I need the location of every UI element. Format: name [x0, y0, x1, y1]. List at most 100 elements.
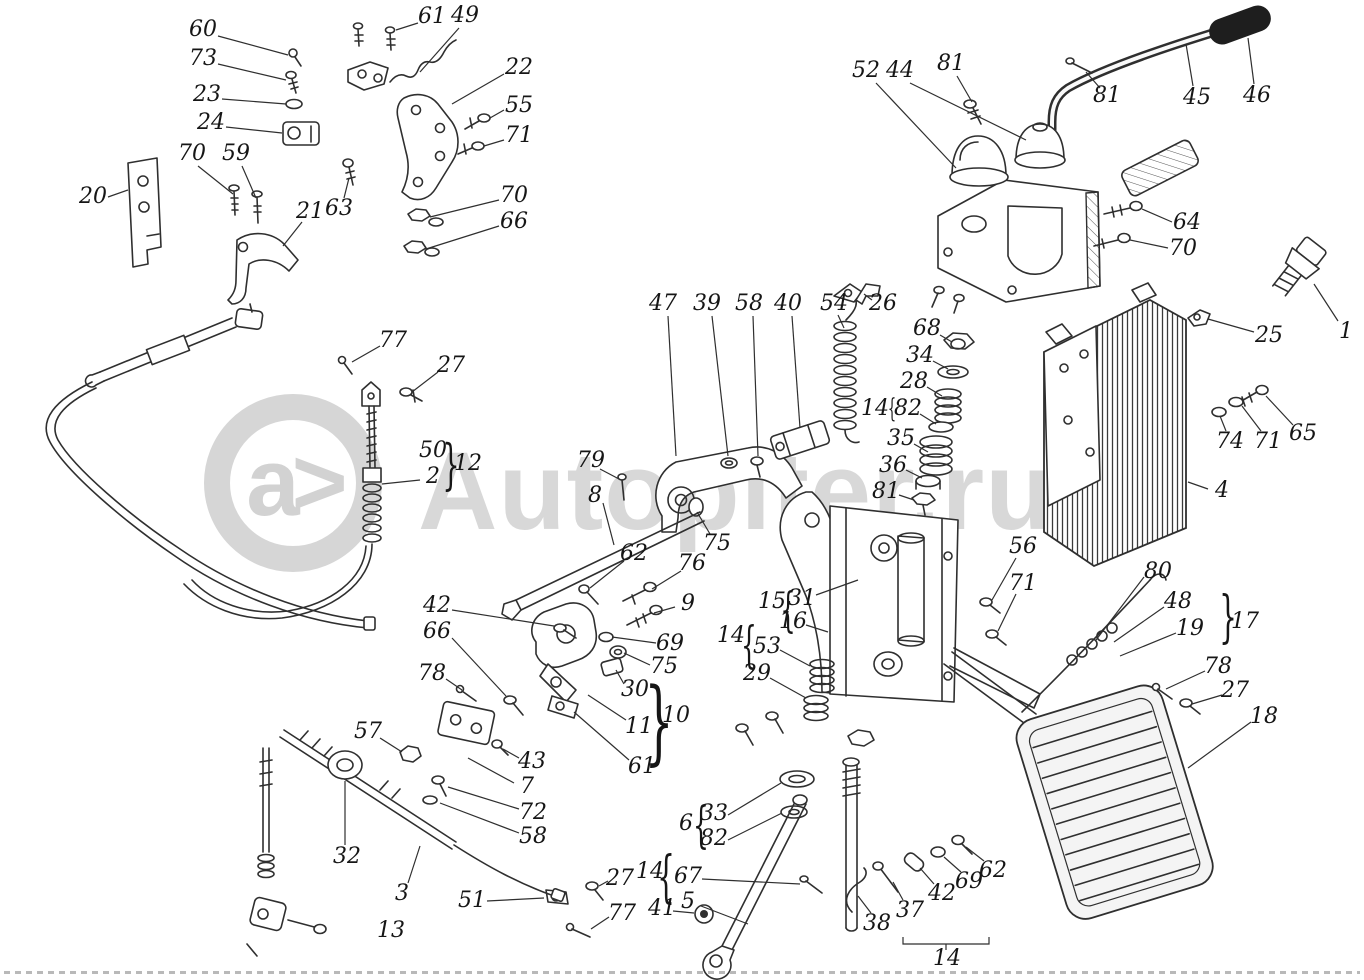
callout-65: 65	[1289, 421, 1317, 446]
callout-22: 22	[505, 55, 533, 80]
callout-48: 48	[1164, 589, 1192, 614]
leader-70	[197, 165, 234, 195]
washer-82-top	[928, 421, 954, 433]
washer-69-bottom	[930, 846, 946, 858]
left-vertical-rod	[246, 747, 327, 957]
callout-16: 16	[779, 609, 807, 634]
brace-5: {	[657, 845, 675, 910]
bolt-62-mid	[578, 584, 599, 605]
callout-54: 54	[820, 291, 848, 316]
pin-77-upper	[337, 355, 353, 375]
callout-68: 68	[913, 316, 941, 341]
leader-19	[1119, 632, 1177, 657]
leader-72	[447, 786, 520, 810]
rod-5	[842, 757, 861, 932]
leader-42	[919, 867, 935, 885]
wire-49	[389, 39, 457, 83]
leader-64	[1141, 208, 1173, 223]
leader-75	[696, 511, 711, 535]
leader-22	[451, 73, 505, 105]
spring-35	[919, 435, 953, 476]
callout-15: 15	[758, 589, 786, 614]
leader-18	[1187, 721, 1252, 769]
bolt-62-bottom	[951, 834, 973, 855]
callout-9: 9	[681, 591, 695, 616]
callout-70: 70	[500, 183, 528, 208]
bolt-9	[626, 604, 663, 628]
leader-58	[439, 802, 520, 834]
pin-79	[617, 473, 627, 501]
screw-56	[979, 597, 1001, 614]
callout-53: 53	[753, 634, 781, 659]
leader-60	[217, 35, 289, 56]
spring-26	[833, 293, 860, 444]
callout-75: 75	[650, 654, 678, 679]
callout-79: 79	[577, 448, 605, 473]
leader-68	[939, 334, 953, 343]
leader-2	[381, 479, 421, 485]
callout-45: 45	[1183, 85, 1211, 110]
leader-30	[615, 669, 625, 685]
leader-34	[932, 360, 949, 370]
washer-71-right	[1228, 396, 1244, 408]
leader-25	[1207, 318, 1255, 333]
callout-78: 78	[1204, 654, 1232, 679]
callout-63: 63	[325, 196, 353, 221]
callout-81: 81	[1093, 83, 1121, 108]
leader-21	[282, 221, 303, 247]
bracket-16	[829, 505, 959, 703]
callout-20: 20	[79, 184, 107, 209]
bracket-plate-20	[127, 157, 162, 268]
callout-18: 18	[1250, 704, 1278, 729]
callout-55: 55	[505, 93, 533, 118]
leader-69	[611, 636, 657, 644]
leader-62	[965, 846, 985, 862]
ring-32	[327, 750, 363, 780]
callout-13: 13	[377, 918, 405, 943]
callout-50: 50	[419, 438, 447, 463]
brace-7: {	[887, 394, 897, 424]
callout-58: 58	[519, 824, 547, 849]
leader-4	[1187, 481, 1209, 490]
callout-14: 14	[717, 623, 745, 648]
screw-70-left	[228, 184, 240, 216]
spring-53	[809, 658, 835, 694]
leader-77	[351, 345, 381, 363]
screws-61	[352, 22, 396, 51]
callout-27: 27	[437, 353, 465, 378]
block-24	[282, 121, 320, 146]
washer-33	[779, 770, 815, 788]
leader-9	[653, 606, 676, 614]
leader-23	[221, 98, 287, 105]
leader-75	[623, 652, 651, 666]
callout-71: 71	[1254, 429, 1282, 454]
leader-66	[425, 225, 500, 250]
pedal-18	[1015, 684, 1214, 920]
leader-8	[602, 502, 615, 546]
bolt-66-mid	[503, 695, 524, 716]
callout-69: 69	[656, 631, 684, 656]
leader-79	[599, 468, 620, 480]
leader-67	[701, 878, 801, 885]
leader-27	[598, 880, 609, 887]
callout-39: 39	[693, 291, 721, 316]
leader-49	[419, 27, 460, 73]
screw-55	[464, 113, 491, 130]
leader-3	[407, 845, 421, 884]
leader-51	[486, 897, 545, 902]
leader-73	[217, 63, 287, 81]
leader-42	[451, 609, 555, 627]
callout-52: 52	[852, 58, 880, 83]
bracket-21	[227, 232, 299, 305]
screws-under-plate	[931, 285, 965, 314]
callout-73: 73	[189, 46, 217, 71]
arm-61	[547, 695, 579, 719]
callout-31: 31	[788, 586, 816, 611]
pin-67	[799, 875, 823, 894]
callout-29: 29	[743, 661, 771, 686]
callout-40: 40	[774, 291, 802, 316]
callout-42: 42	[423, 593, 451, 618]
